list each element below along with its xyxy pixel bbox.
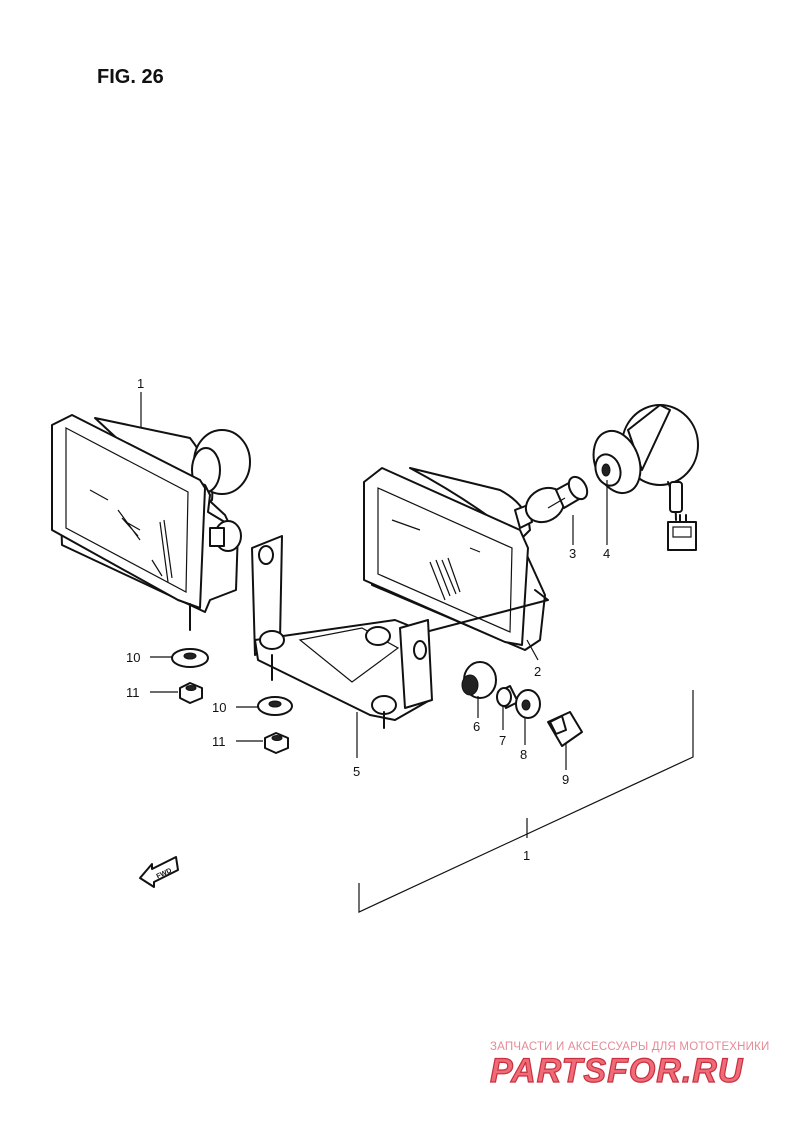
left-lamp [51,414,251,631]
callout-1-top: 1 [137,376,144,391]
bracket-cutout [298,627,400,683]
callout-11-left: 11 [126,685,140,700]
watermark: ЗАПЧАСТИ И АКСЕССУАРЫ ДЛЯ МОТОТЕХНИКИ PA… [489,1041,770,1091]
watermark-logo: PARTSFOR.RU [490,1052,744,1090]
callout-labels: 1 2 3 4 5 6 7 8 9 10 11 10 11 1 [126,376,610,863]
callout-5: 5 [353,764,360,779]
callout-2: 2 [534,664,541,679]
bracket [251,535,433,729]
bulb [524,475,589,524]
leader-lines [140,392,694,913]
washer-left [171,648,209,668]
spacer [496,685,519,709]
callout-11-mid: 11 [212,734,226,749]
right-lamp [363,467,549,651]
right-lamp-lens [363,467,529,646]
figure-title: FIG. 26 [97,66,164,88]
left-lamp-lens [51,414,206,609]
bolt [547,711,583,747]
grommet [461,661,497,699]
socket [592,404,699,551]
callout-3: 3 [569,546,576,561]
callout-9: 9 [562,772,569,787]
callout-6: 6 [473,719,480,734]
callout-4: 4 [603,546,610,561]
assembly-bracket-line [358,690,694,913]
washer-mid [257,696,293,716]
bracket-tab [399,619,433,709]
socket-connector [667,521,697,551]
watermark-tagline: ЗАПЧАСТИ И АКСЕССУАРЫ ДЛЯ МОТОТЕХНИКИ [490,1041,770,1053]
callout-1-bottom: 1 [523,848,530,863]
washer [515,689,541,719]
callout-10-mid: 10 [212,700,226,715]
bracket-plate [254,619,431,721]
fwd-arrow-icon: FWD [139,856,179,888]
nut-left [179,682,203,704]
nut-mid [264,732,289,754]
callout-10-left: 10 [126,650,140,665]
callout-8: 8 [520,747,527,762]
callout-7: 7 [499,733,506,748]
